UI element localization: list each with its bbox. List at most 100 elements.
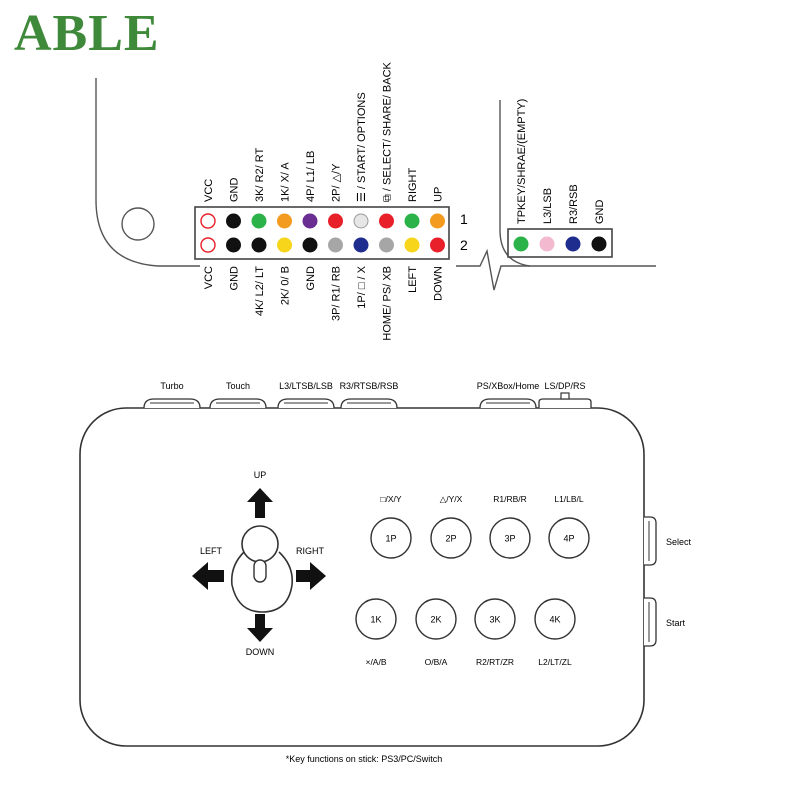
arrow-up-icon: [247, 488, 273, 518]
dir-label-left: LEFT: [200, 546, 223, 556]
pin-label-top-5: 4P/ L1/ LB: [305, 151, 317, 202]
row-number-1: 1: [460, 211, 468, 227]
pin-label-bottom-7: 1P/ □ / X: [356, 265, 368, 308]
pin-row1-10: [430, 213, 445, 229]
button-circle[interactable]: [534, 598, 576, 640]
aux-pin-3: [565, 236, 581, 252]
top-button-label-1: Turbo: [160, 381, 183, 391]
action-button-3K[interactable]: 3K: [474, 598, 516, 640]
pin-row1-1: [200, 213, 216, 229]
pin-row1-4: [277, 213, 292, 229]
pcb-outline: [95, 78, 200, 267]
button-caption: L1/LB/L: [554, 494, 584, 504]
pin-row2-4: [277, 237, 292, 253]
pin-label-top-6: 2P/ △/Y: [331, 163, 343, 202]
brand-logo: ABLE: [14, 5, 160, 62]
pin-row2-3: [251, 237, 267, 253]
pin-label-top-9: RIGHT: [407, 168, 419, 203]
mounting-hole: [121, 207, 155, 241]
pin-label-bottom-1: VCC: [203, 266, 215, 289]
top-button-label-4: R3/RTSB/RSB: [340, 381, 399, 391]
pin-label-bottom-10: DOWN: [433, 266, 445, 301]
action-button-2P[interactable]: 2P: [430, 517, 472, 559]
dir-label-up: UP: [254, 470, 267, 480]
top-button-6[interactable]: [538, 392, 592, 408]
side-button-select[interactable]: [644, 516, 657, 566]
pin-row2-2: [226, 237, 241, 253]
aux-pin-4: [591, 236, 607, 252]
pin-label-top-10: UP: [433, 187, 445, 202]
side-button-label-2: Start: [666, 618, 686, 628]
action-button-4K[interactable]: 4K: [534, 598, 576, 640]
action-button-2K[interactable]: 2K: [415, 598, 457, 640]
button-circle[interactable]: [548, 517, 590, 559]
button-circle[interactable]: [474, 598, 516, 640]
button-circle[interactable]: [415, 598, 457, 640]
button-caption: L2/LT/ZL: [538, 657, 572, 667]
pin-label-bottom-2: GND: [229, 266, 241, 291]
side-button-label-1: Select: [666, 537, 692, 547]
button-label: 2K: [430, 615, 441, 625]
button-label: 1K: [370, 615, 381, 625]
pin-label-bottom-4: 2K/ 0/ B: [280, 266, 292, 305]
side-button-start[interactable]: [644, 597, 657, 647]
top-button-5[interactable]: [479, 398, 537, 409]
button-caption: R1/RB/R: [493, 494, 527, 504]
aux-pin-2: [539, 236, 555, 252]
action-button-1K[interactable]: 1K: [355, 598, 397, 640]
pin-label-bottom-5: GND: [305, 266, 317, 291]
pin-row2-9: [404, 237, 420, 253]
pin-label-bottom-8: HOME/ PS/ XB: [382, 266, 394, 341]
top-button-3[interactable]: [277, 398, 335, 409]
button-caption: □/X/Y: [380, 494, 402, 504]
button-caption: R2/RT/ZR: [476, 657, 514, 667]
aux-pin-1: [513, 236, 529, 252]
pin-row2-7: [353, 237, 369, 253]
pin-label-top-1: VCC: [203, 179, 215, 202]
top-button-label-6: LS/DP/RS: [544, 381, 585, 391]
footnote: *Key functions on stick: PS3/PC/Switch: [286, 754, 443, 764]
button-circle[interactable]: [430, 517, 472, 559]
button-caption: O/B/A: [425, 657, 448, 667]
controller-body: [79, 407, 645, 747]
action-button-4P[interactable]: 4P: [548, 517, 590, 559]
top-button-2[interactable]: [209, 398, 267, 409]
dir-label-right: RIGHT: [296, 546, 325, 556]
button-label: 2P: [445, 534, 456, 544]
row-number-2: 2: [460, 237, 468, 253]
arrow-right-icon: [296, 562, 326, 590]
top-button-1[interactable]: [143, 398, 201, 409]
top-button-label-3: L3/LTSB/LSB: [279, 381, 333, 391]
action-button-1P[interactable]: 1P: [370, 517, 412, 559]
top-button-label-2: Touch: [226, 381, 250, 391]
joystick-shaft: [253, 559, 267, 583]
button-label: 4P: [563, 534, 574, 544]
pin-label-bottom-9: LEFT: [407, 266, 419, 293]
pin-row1-8: [379, 213, 394, 229]
action-button-3P[interactable]: 3P: [489, 517, 531, 559]
top-button-label-5: PS/XBox/Home: [477, 381, 540, 391]
pin-row1-5: [302, 213, 318, 229]
pcb-outline-aux: [499, 100, 531, 267]
joystick[interactable]: [230, 525, 294, 613]
arrow-down-icon: [247, 614, 273, 642]
pin-label-top-7: ☰ / START/ OPTIONS: [356, 92, 368, 202]
pin-row1-7: [353, 213, 369, 229]
top-button-4[interactable]: [340, 398, 398, 409]
button-label: 3P: [504, 534, 515, 544]
joystick-ball[interactable]: [241, 525, 279, 563]
pin-row1-9: [404, 213, 420, 229]
button-caption: △/Y/X: [440, 494, 463, 504]
aux-pin-label-2: L3/LSB: [542, 188, 554, 224]
button-label: 4K: [549, 615, 560, 625]
pin-label-bottom-3: 4K/ L2/ LT: [254, 266, 266, 316]
button-circle[interactable]: [370, 517, 412, 559]
pin-label-top-8: ⧉ / SELECT/ SHARE/ BACK: [382, 61, 394, 202]
pin-row2-10: [430, 237, 445, 253]
pin-label-bottom-6: 3P/ R1/ RB: [331, 266, 343, 321]
button-circle[interactable]: [355, 598, 397, 640]
button-circle[interactable]: [489, 517, 531, 559]
button-label: 1P: [385, 534, 396, 544]
